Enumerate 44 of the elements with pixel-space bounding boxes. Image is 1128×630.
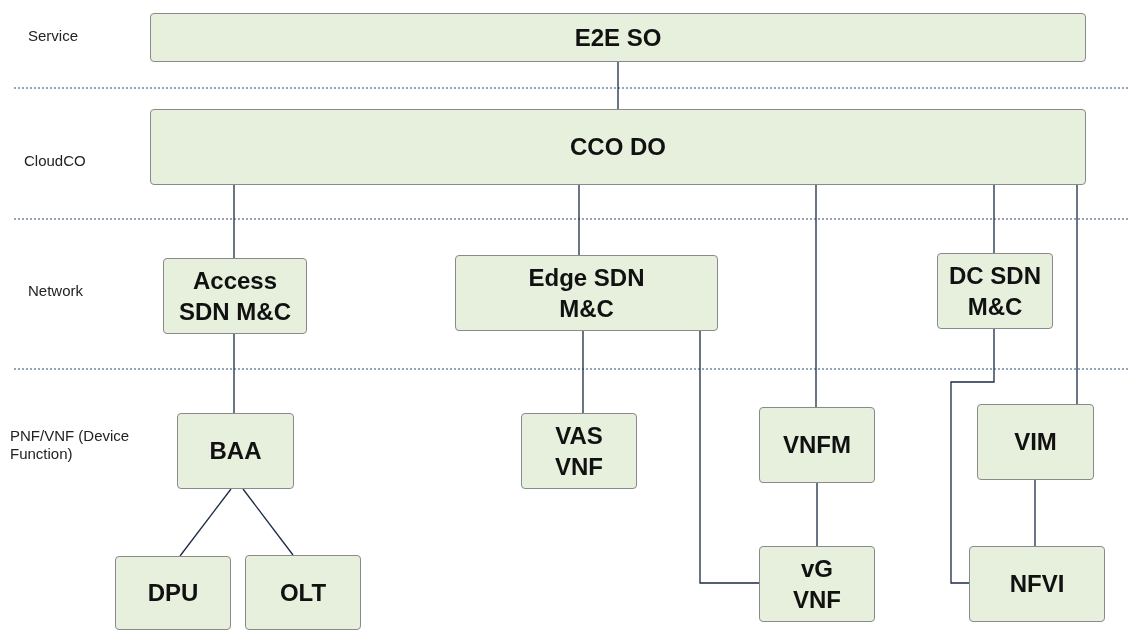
component-name: VIM xyxy=(1014,427,1057,458)
connector-line xyxy=(233,333,235,414)
component-box xyxy=(455,255,718,331)
component-name: NFVI xyxy=(1009,569,1065,600)
connector-line xyxy=(578,184,580,256)
component-name: BAA xyxy=(209,436,262,467)
connector-line xyxy=(617,61,619,110)
component-box xyxy=(245,555,361,630)
component-box xyxy=(521,413,637,489)
component-box xyxy=(759,546,875,622)
connector-line xyxy=(1034,479,1036,547)
connector-line xyxy=(582,330,584,414)
component-box xyxy=(977,404,1094,480)
connector-line xyxy=(233,184,235,259)
connector-line xyxy=(815,184,817,408)
layer-label: Network xyxy=(28,282,83,300)
layer-label: Service xyxy=(28,27,79,45)
component-name: DPU xyxy=(147,578,199,609)
component-box xyxy=(150,109,1086,185)
component-name: OLT xyxy=(279,577,327,608)
connector-line xyxy=(816,482,818,547)
layer-label: CloudCO xyxy=(24,152,86,170)
connector-line xyxy=(1076,184,1078,405)
component-box xyxy=(969,546,1105,622)
component-name: VAS VNF xyxy=(554,420,604,482)
connector-line xyxy=(242,488,294,556)
component-box xyxy=(163,258,307,334)
component-name: E2E SO xyxy=(574,22,662,53)
component-name: Access SDN M&C xyxy=(178,265,292,327)
component-box xyxy=(115,556,231,630)
component-box xyxy=(177,413,294,489)
connector-line xyxy=(950,328,995,584)
component-box xyxy=(150,13,1086,62)
connector-line xyxy=(699,330,760,584)
component-box xyxy=(937,253,1053,329)
connector-line xyxy=(993,184,995,254)
layer-label: PNF/VNF (Device Function) xyxy=(10,427,131,463)
component-box xyxy=(759,407,875,483)
component-name: VNFM xyxy=(783,430,851,461)
component-name: Edge SDN M&C xyxy=(527,262,646,324)
component-name: CCO DO xyxy=(570,132,666,163)
connector-line xyxy=(179,488,232,557)
component-name: vG VNF xyxy=(792,553,842,615)
component-name: DC SDN M&C xyxy=(948,260,1042,322)
